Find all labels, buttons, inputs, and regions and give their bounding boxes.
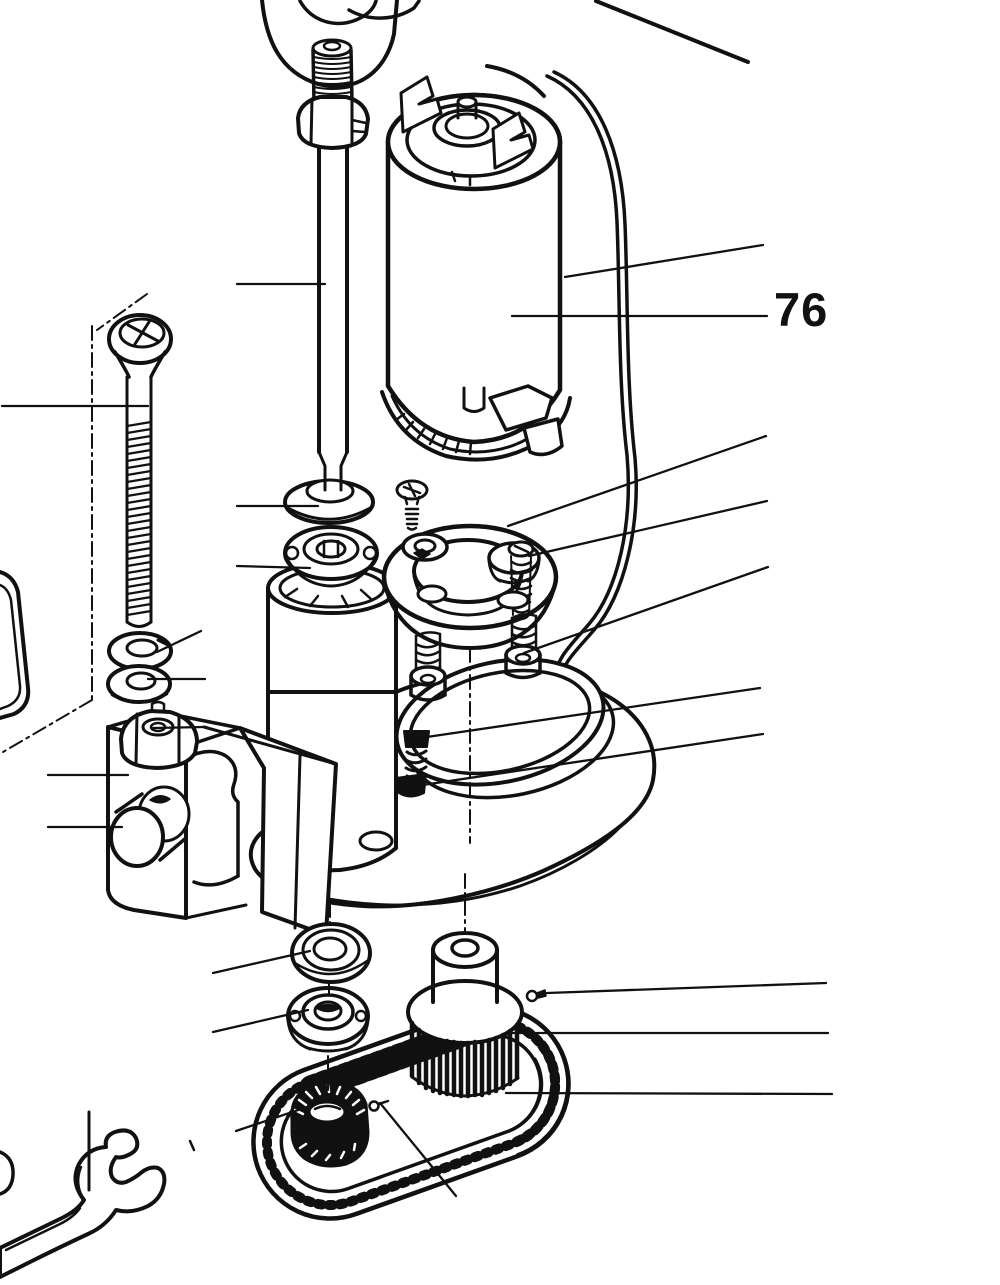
ball-bearing-lower-icon <box>286 986 370 1053</box>
motor-mount-flange-icon <box>381 479 559 650</box>
clamp-nut-icon <box>119 700 199 770</box>
cap-screw-left-icon <box>409 631 447 702</box>
hex-nut-icon <box>296 95 370 150</box>
clamp-pin-icon <box>109 785 191 868</box>
retaining-washer-icon <box>283 478 375 525</box>
cut-off-part-top-icon <box>260 0 421 89</box>
motor-terminal-left <box>399 75 443 134</box>
cut-off-cylinder-left-icon <box>0 570 31 720</box>
timing-pulley-icon <box>406 931 524 1099</box>
power-cable-icon <box>545 70 638 684</box>
flat-head-screw-small-icon <box>395 479 429 531</box>
flat-washer-icon <box>106 664 172 704</box>
electric-motor-icon <box>380 64 572 462</box>
motor-terminal-right <box>491 111 535 170</box>
set-screw-icon <box>525 989 547 1003</box>
center-lines <box>2 293 471 1091</box>
timing-belt-front-icon <box>507 1028 571 1157</box>
misc-lines <box>0 1110 196 1196</box>
cap-screw-right-icon <box>504 613 542 680</box>
open-end-wrench-icon <box>0 1128 167 1279</box>
plate-hole <box>358 830 394 852</box>
tension-spring-screw-icon <box>395 730 430 798</box>
belt-pulley-small-icon <box>290 1080 370 1168</box>
ball-bearing-upper-icon <box>283 525 379 588</box>
seal-ring-icon <box>394 657 606 787</box>
washer-lower-icon <box>290 922 372 984</box>
leader-lines <box>0 0 834 1198</box>
flat-head-screw-long-icon <box>107 313 173 628</box>
base-plate-icon <box>248 657 657 909</box>
part-number-callout: 76 <box>774 283 829 336</box>
spindle-threaded-rod-icon <box>296 38 370 492</box>
